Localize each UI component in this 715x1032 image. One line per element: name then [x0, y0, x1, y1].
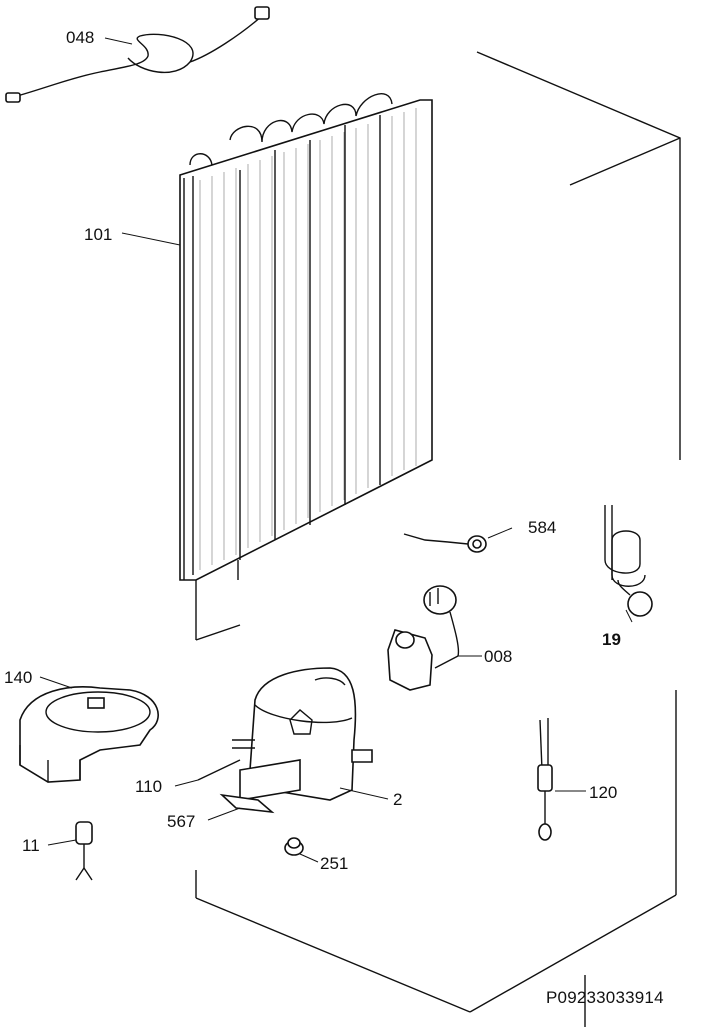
callout-048: 048 — [66, 28, 95, 47]
callout-19: 19 — [602, 630, 621, 649]
callout-110: 110 — [135, 777, 163, 796]
leader-lines — [39, 232, 633, 863]
reference-code: P09233033914 — [546, 988, 664, 1007]
compressor-2 — [232, 667, 373, 801]
heater-19 — [604, 505, 653, 617]
probe-120 — [537, 718, 553, 841]
power-cord-048 — [5, 6, 270, 103]
relay-008 — [387, 585, 460, 691]
plate-567 — [219, 793, 275, 814]
callout-120: 120 — [589, 783, 618, 802]
callout-140: 140 — [4, 668, 33, 687]
plug-11 — [75, 821, 93, 881]
sensor-584 — [403, 533, 487, 553]
callout-567: 567 — [167, 812, 196, 831]
callout-008: 008 — [484, 647, 513, 666]
grommet-251 — [284, 837, 304, 856]
callout-11: 11 — [22, 836, 40, 855]
callout-2: 2 — [393, 790, 403, 809]
pipe-110 — [197, 759, 241, 781]
cabinet-outline — [195, 51, 681, 1027]
condenser-101 — [179, 93, 433, 641]
callout-101: 101 — [84, 225, 113, 244]
callout-584: 584 — [528, 518, 557, 537]
callout-251: 251 — [320, 854, 349, 873]
tray-140 — [19, 686, 159, 783]
